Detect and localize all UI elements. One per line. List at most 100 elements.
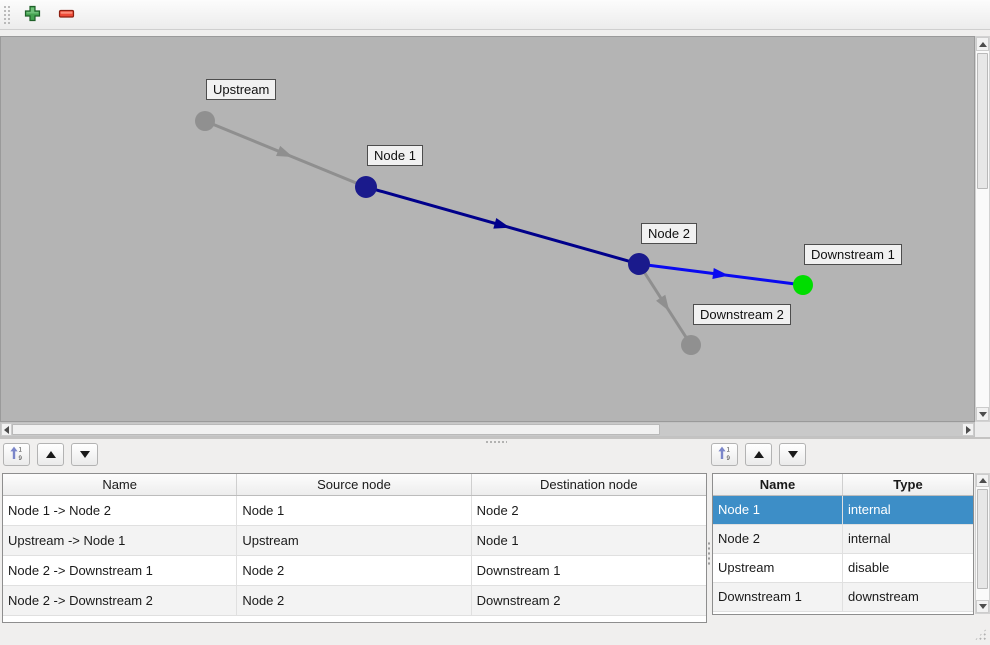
canvas-vertical-scrollbar[interactable] <box>975 36 990 422</box>
node-label[interactable]: Downstream 2 <box>693 304 791 325</box>
table-cell[interactable]: Upstream <box>237 526 472 555</box>
table-row[interactable]: Node 2 internal <box>713 525 973 554</box>
canvas-horizontal-scrollbar[interactable] <box>0 422 975 437</box>
edge-table: Name Source node Destination node Node 1… <box>2 473 707 623</box>
column-header-type[interactable]: Type <box>893 477 923 492</box>
node-move-up-button[interactable] <box>745 443 772 466</box>
table-cell[interactable]: Node 2 <box>476 503 519 518</box>
table-cell[interactable]: internal <box>848 502 891 517</box>
scroll-up-button[interactable] <box>976 474 989 487</box>
table-cell[interactable]: Node 1 <box>476 533 519 548</box>
edge-arrow-icon <box>712 268 729 279</box>
graph-node[interactable] <box>793 275 813 295</box>
vertical-scrollbar-thumb[interactable] <box>977 489 988 589</box>
triangle-right-icon <box>965 425 971 434</box>
triangle-down-icon <box>978 604 987 609</box>
graph-node[interactable] <box>355 176 377 198</box>
edge-table-header: Name Source node Destination node <box>3 474 706 496</box>
triangle-up-icon <box>753 451 764 458</box>
triangle-up-icon <box>45 451 56 458</box>
column-header-source-node[interactable]: Source node <box>237 474 472 495</box>
table-cell[interactable]: Downstream 1 <box>476 563 561 578</box>
column-header-destination-node[interactable]: Destination node <box>540 477 638 492</box>
table-cell[interactable]: Node 2 -> Downstream 2 <box>3 586 238 615</box>
edge-move-down-button[interactable] <box>71 443 98 466</box>
table-cell[interactable]: Node 2 <box>713 525 843 553</box>
edge-arrow-icon <box>493 218 511 229</box>
edge-move-up-button[interactable] <box>37 443 64 466</box>
node-label[interactable]: Downstream 1 <box>804 244 902 265</box>
graph-canvas-svg <box>195 111 813 355</box>
node-sort-button[interactable]: 1 9 <box>711 443 738 466</box>
node-table-scrollbar[interactable] <box>975 473 990 614</box>
table-row[interactable]: Upstream disable <box>713 554 973 583</box>
svg-text:1: 1 <box>727 447 731 453</box>
node-label[interactable]: Upstream <box>206 79 277 100</box>
scroll-down-button[interactable] <box>976 407 989 421</box>
node-move-down-button[interactable] <box>779 443 806 466</box>
table-cell[interactable]: disable <box>848 560 890 575</box>
table-cell[interactable]: Node 1 -> Node 2 <box>3 496 238 525</box>
edge-table-empty-area <box>3 616 706 622</box>
scrollbar-corner <box>975 422 990 437</box>
node-table-header: Name Type <box>713 474 973 496</box>
triangle-down-icon <box>787 451 798 458</box>
scroll-up-button[interactable] <box>976 37 989 51</box>
table-row[interactable]: Node 1 internal <box>713 496 973 525</box>
edge-sort-button[interactable]: 1 9 <box>3 443 30 466</box>
triangle-down-icon <box>978 411 987 417</box>
scroll-down-button[interactable] <box>976 600 989 613</box>
svg-text:9: 9 <box>727 456 731 461</box>
scroll-left-button[interactable] <box>1 423 12 436</box>
table-cell[interactable]: Node 1 <box>713 496 843 524</box>
table-cell[interactable]: Node 2 <box>237 556 472 585</box>
node-label[interactable]: Node 1 <box>367 145 423 166</box>
node-label[interactable]: Node 2 <box>641 223 697 244</box>
edge-arrow-icon <box>656 294 670 312</box>
horizontal-scrollbar-thumb[interactable] <box>12 424 660 435</box>
table-cell[interactable]: internal <box>848 531 891 546</box>
main-toolbar <box>0 0 990 30</box>
triangle-down-icon <box>79 451 90 458</box>
table-cell[interactable]: downstream <box>848 589 919 604</box>
toolbar-drag-handle[interactable] <box>3 4 11 25</box>
edge-panel-toolbar: 1 9 <box>3 443 98 466</box>
triangle-up-icon <box>978 478 987 483</box>
vertical-scrollbar-thumb[interactable] <box>977 53 988 189</box>
column-header-name[interactable]: Name <box>3 474 238 495</box>
svg-text:1: 1 <box>19 447 23 453</box>
vertical-pane-splitter[interactable] <box>707 541 711 567</box>
table-cell[interactable]: Downstream 1 <box>713 583 843 611</box>
table-cell[interactable]: Node 2 <box>237 586 472 615</box>
window-resize-grip[interactable] <box>974 628 987 641</box>
table-cell[interactable]: Upstream -> Node 1 <box>3 526 238 555</box>
table-cell[interactable]: Upstream <box>713 554 843 582</box>
add-node-button[interactable] <box>19 3 45 27</box>
triangle-up-icon <box>978 41 987 47</box>
graph-node[interactable] <box>195 111 215 131</box>
sort-ascending-icon: 1 9 <box>9 446 24 464</box>
table-row[interactable]: Downstream 1 downstream <box>713 583 973 612</box>
splitter-grip-icon[interactable] <box>485 440 507 444</box>
remove-node-button[interactable] <box>53 3 79 27</box>
table-cell[interactable]: Node 2 -> Downstream 1 <box>3 556 238 585</box>
column-header-name[interactable]: Name <box>713 474 843 495</box>
graph-node[interactable] <box>628 253 650 275</box>
scroll-right-button[interactable] <box>962 423 974 436</box>
sort-ascending-icon: 1 9 <box>717 446 732 464</box>
table-cell[interactable]: Node 1 <box>237 496 472 525</box>
graph-node[interactable] <box>681 335 701 355</box>
table-cell[interactable]: Downstream 2 <box>476 593 561 608</box>
horizontal-pane-splitter[interactable] <box>0 437 990 439</box>
minus-icon <box>58 5 75 25</box>
